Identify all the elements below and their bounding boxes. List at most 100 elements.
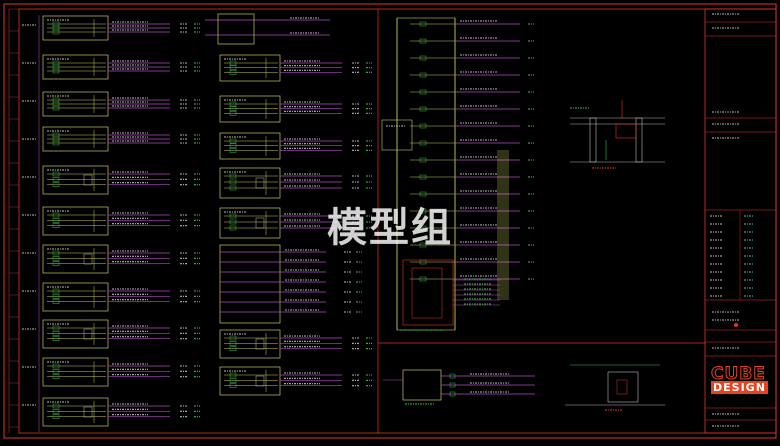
breaker bbox=[229, 106, 237, 111]
breaker bbox=[52, 212, 60, 218]
breaker bbox=[52, 218, 60, 223]
lower-breaker bbox=[449, 373, 456, 379]
breaker bbox=[52, 105, 60, 111]
distribution-panel bbox=[42, 319, 109, 349]
breaker bbox=[52, 374, 60, 379]
breaker bbox=[52, 325, 60, 331]
breaker bbox=[229, 372, 237, 378]
stamp-dot bbox=[734, 323, 738, 327]
distribution-panel bbox=[42, 206, 109, 236]
meter bbox=[255, 217, 265, 229]
distribution-panel bbox=[42, 244, 109, 274]
control-panel bbox=[402, 259, 454, 326]
breaker bbox=[52, 182, 60, 187]
breaker bbox=[229, 219, 237, 225]
logo-line1: CUBE bbox=[711, 364, 766, 385]
main-switch bbox=[381, 119, 413, 151]
lower-panel bbox=[402, 369, 442, 401]
breaker bbox=[52, 68, 60, 74]
large-panel bbox=[219, 244, 281, 324]
distribution-panel bbox=[42, 397, 109, 427]
lower-breaker bbox=[449, 382, 456, 388]
distribution-panel bbox=[42, 165, 109, 195]
breaker bbox=[52, 250, 60, 256]
riser-breaker bbox=[419, 225, 427, 231]
riser-breaker bbox=[419, 106, 427, 112]
breaker bbox=[52, 363, 60, 369]
detail-room bbox=[607, 371, 639, 403]
breaker bbox=[52, 331, 60, 336]
distribution-panel bbox=[219, 329, 281, 359]
breaker bbox=[229, 341, 237, 346]
breaker bbox=[52, 29, 60, 35]
breaker bbox=[52, 403, 60, 409]
distribution-panel bbox=[219, 366, 281, 396]
breaker bbox=[52, 336, 60, 341]
logo-line2: DESIGN bbox=[711, 381, 768, 394]
breaker bbox=[229, 378, 237, 383]
riser-breaker bbox=[419, 174, 427, 180]
riser-breaker bbox=[419, 55, 427, 61]
riser-breaker bbox=[419, 21, 427, 27]
distribution-panel bbox=[42, 357, 109, 387]
distribution-panel bbox=[219, 167, 281, 199]
breaker bbox=[229, 70, 237, 75]
riser-breaker bbox=[419, 89, 427, 95]
breaker bbox=[52, 294, 60, 299]
breaker bbox=[229, 179, 237, 185]
title-block bbox=[704, 8, 777, 434]
breaker bbox=[52, 223, 60, 228]
riser-breaker bbox=[419, 208, 427, 214]
meter bbox=[255, 338, 265, 350]
breaker bbox=[229, 143, 237, 148]
breaker bbox=[52, 177, 60, 182]
riser-breaker bbox=[419, 140, 427, 146]
meter bbox=[83, 174, 93, 186]
breaker bbox=[229, 65, 237, 70]
riser-breaker bbox=[419, 123, 427, 129]
breaker bbox=[229, 138, 237, 144]
breaker bbox=[229, 60, 237, 66]
breaker bbox=[229, 225, 237, 231]
distribution-panel bbox=[42, 282, 109, 312]
breaker bbox=[229, 173, 237, 179]
riser-breaker bbox=[419, 276, 427, 282]
breaker bbox=[52, 256, 60, 261]
breaker bbox=[229, 213, 237, 219]
riser-breaker bbox=[419, 191, 427, 197]
lower-breaker bbox=[449, 391, 456, 397]
company-logo: CUBE DESIGN bbox=[711, 364, 768, 400]
breaker bbox=[52, 288, 60, 294]
riser-breaker bbox=[419, 157, 427, 163]
breaker bbox=[52, 369, 60, 374]
distribution-panel bbox=[217, 13, 255, 45]
breaker bbox=[52, 171, 60, 177]
breaker bbox=[229, 383, 237, 388]
detail-equipment bbox=[616, 379, 628, 395]
meter bbox=[83, 406, 93, 418]
breaker bbox=[52, 140, 60, 146]
breaker bbox=[52, 409, 60, 414]
section-equipment bbox=[615, 123, 637, 139]
breaker bbox=[52, 261, 60, 266]
breaker bbox=[229, 346, 237, 351]
riser-breaker bbox=[419, 38, 427, 44]
distribution-panel bbox=[219, 207, 281, 239]
meter bbox=[255, 177, 265, 189]
breaker bbox=[229, 111, 237, 116]
meter bbox=[83, 253, 93, 265]
outer-frame bbox=[3, 3, 777, 439]
meter bbox=[255, 375, 265, 387]
riser-breaker bbox=[419, 72, 427, 78]
breaker bbox=[229, 148, 237, 153]
meter bbox=[83, 328, 93, 340]
riser-frame bbox=[396, 17, 456, 331]
breaker bbox=[229, 185, 237, 191]
breaker bbox=[229, 335, 237, 341]
breaker bbox=[229, 101, 237, 107]
breaker bbox=[52, 299, 60, 304]
riser-breaker bbox=[419, 242, 427, 248]
section-column bbox=[589, 117, 597, 163]
